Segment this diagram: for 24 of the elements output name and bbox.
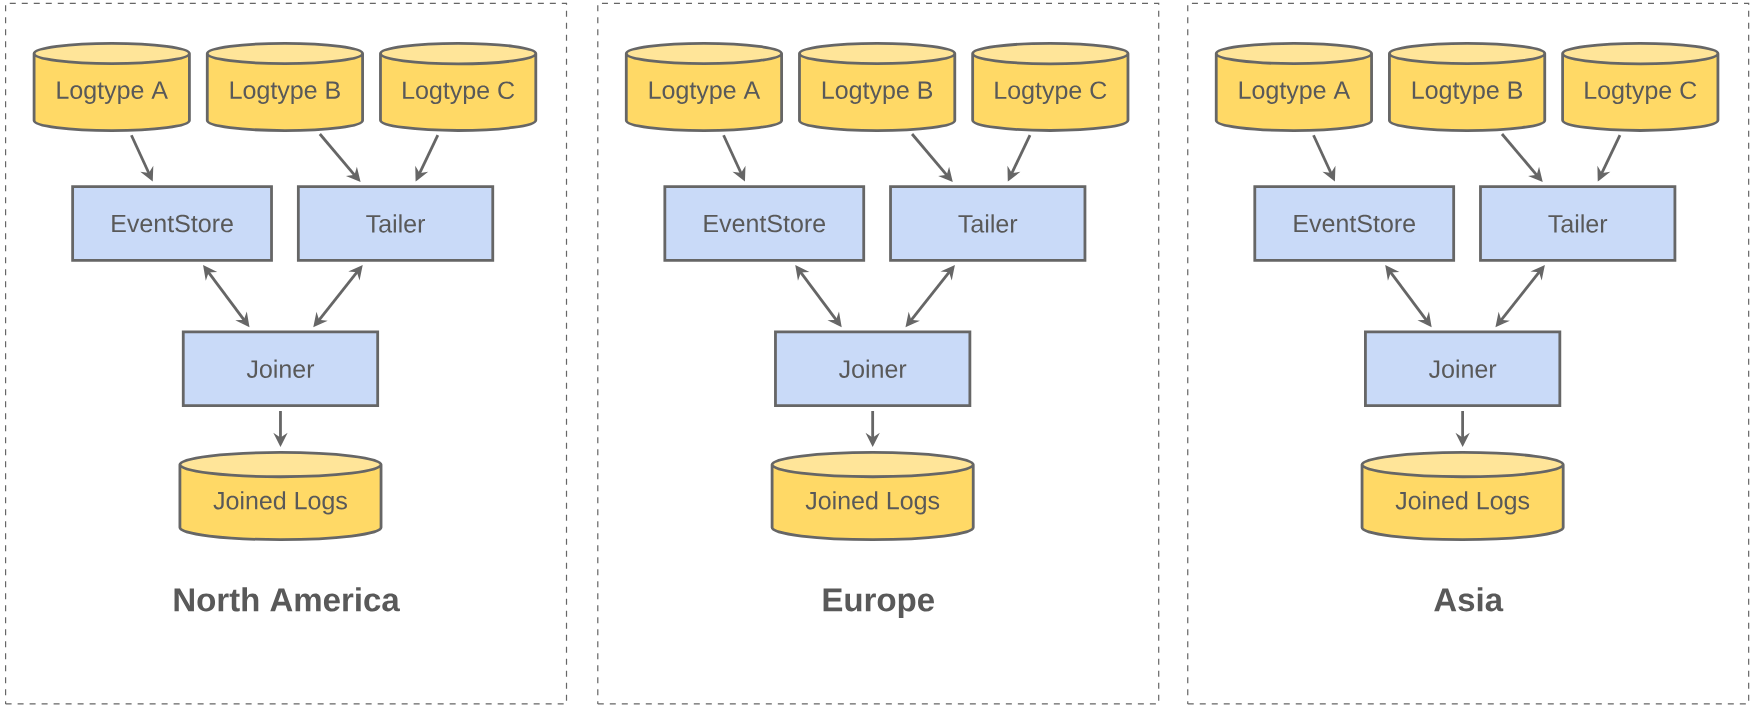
process-box: Joiner <box>1364 330 1562 407</box>
process-box: EventStore <box>663 185 866 262</box>
database-cylinder: Logtype C <box>971 41 1130 132</box>
database-cylinder: Logtype A <box>32 41 191 132</box>
process-box: Joiner <box>181 330 380 407</box>
database-cylinder: Logtype A <box>624 41 783 132</box>
database-cylinder: Joined Logs <box>770 450 975 541</box>
database-cylinder: Logtype B <box>1388 41 1547 132</box>
process-box: EventStore <box>71 185 273 262</box>
database-cylinder: Logtype B <box>205 41 364 132</box>
arrow <box>1500 132 1543 182</box>
process-box: Tailer <box>1479 185 1677 262</box>
database-cylinder: Logtype C <box>1561 41 1720 132</box>
arrow <box>318 132 361 182</box>
process-box: Tailer <box>889 185 1087 262</box>
database-cylinder: Logtype B <box>798 41 957 132</box>
arrow <box>910 132 953 182</box>
database-cylinder: Joined Logs <box>1360 450 1565 541</box>
process-box: Tailer <box>296 185 495 262</box>
process-box: Joiner <box>774 330 972 407</box>
database-cylinder: Joined Logs <box>178 450 383 541</box>
database-cylinder: Logtype A <box>1214 41 1373 132</box>
database-cylinder: Logtype C <box>379 41 538 132</box>
process-box: EventStore <box>1253 185 1456 262</box>
